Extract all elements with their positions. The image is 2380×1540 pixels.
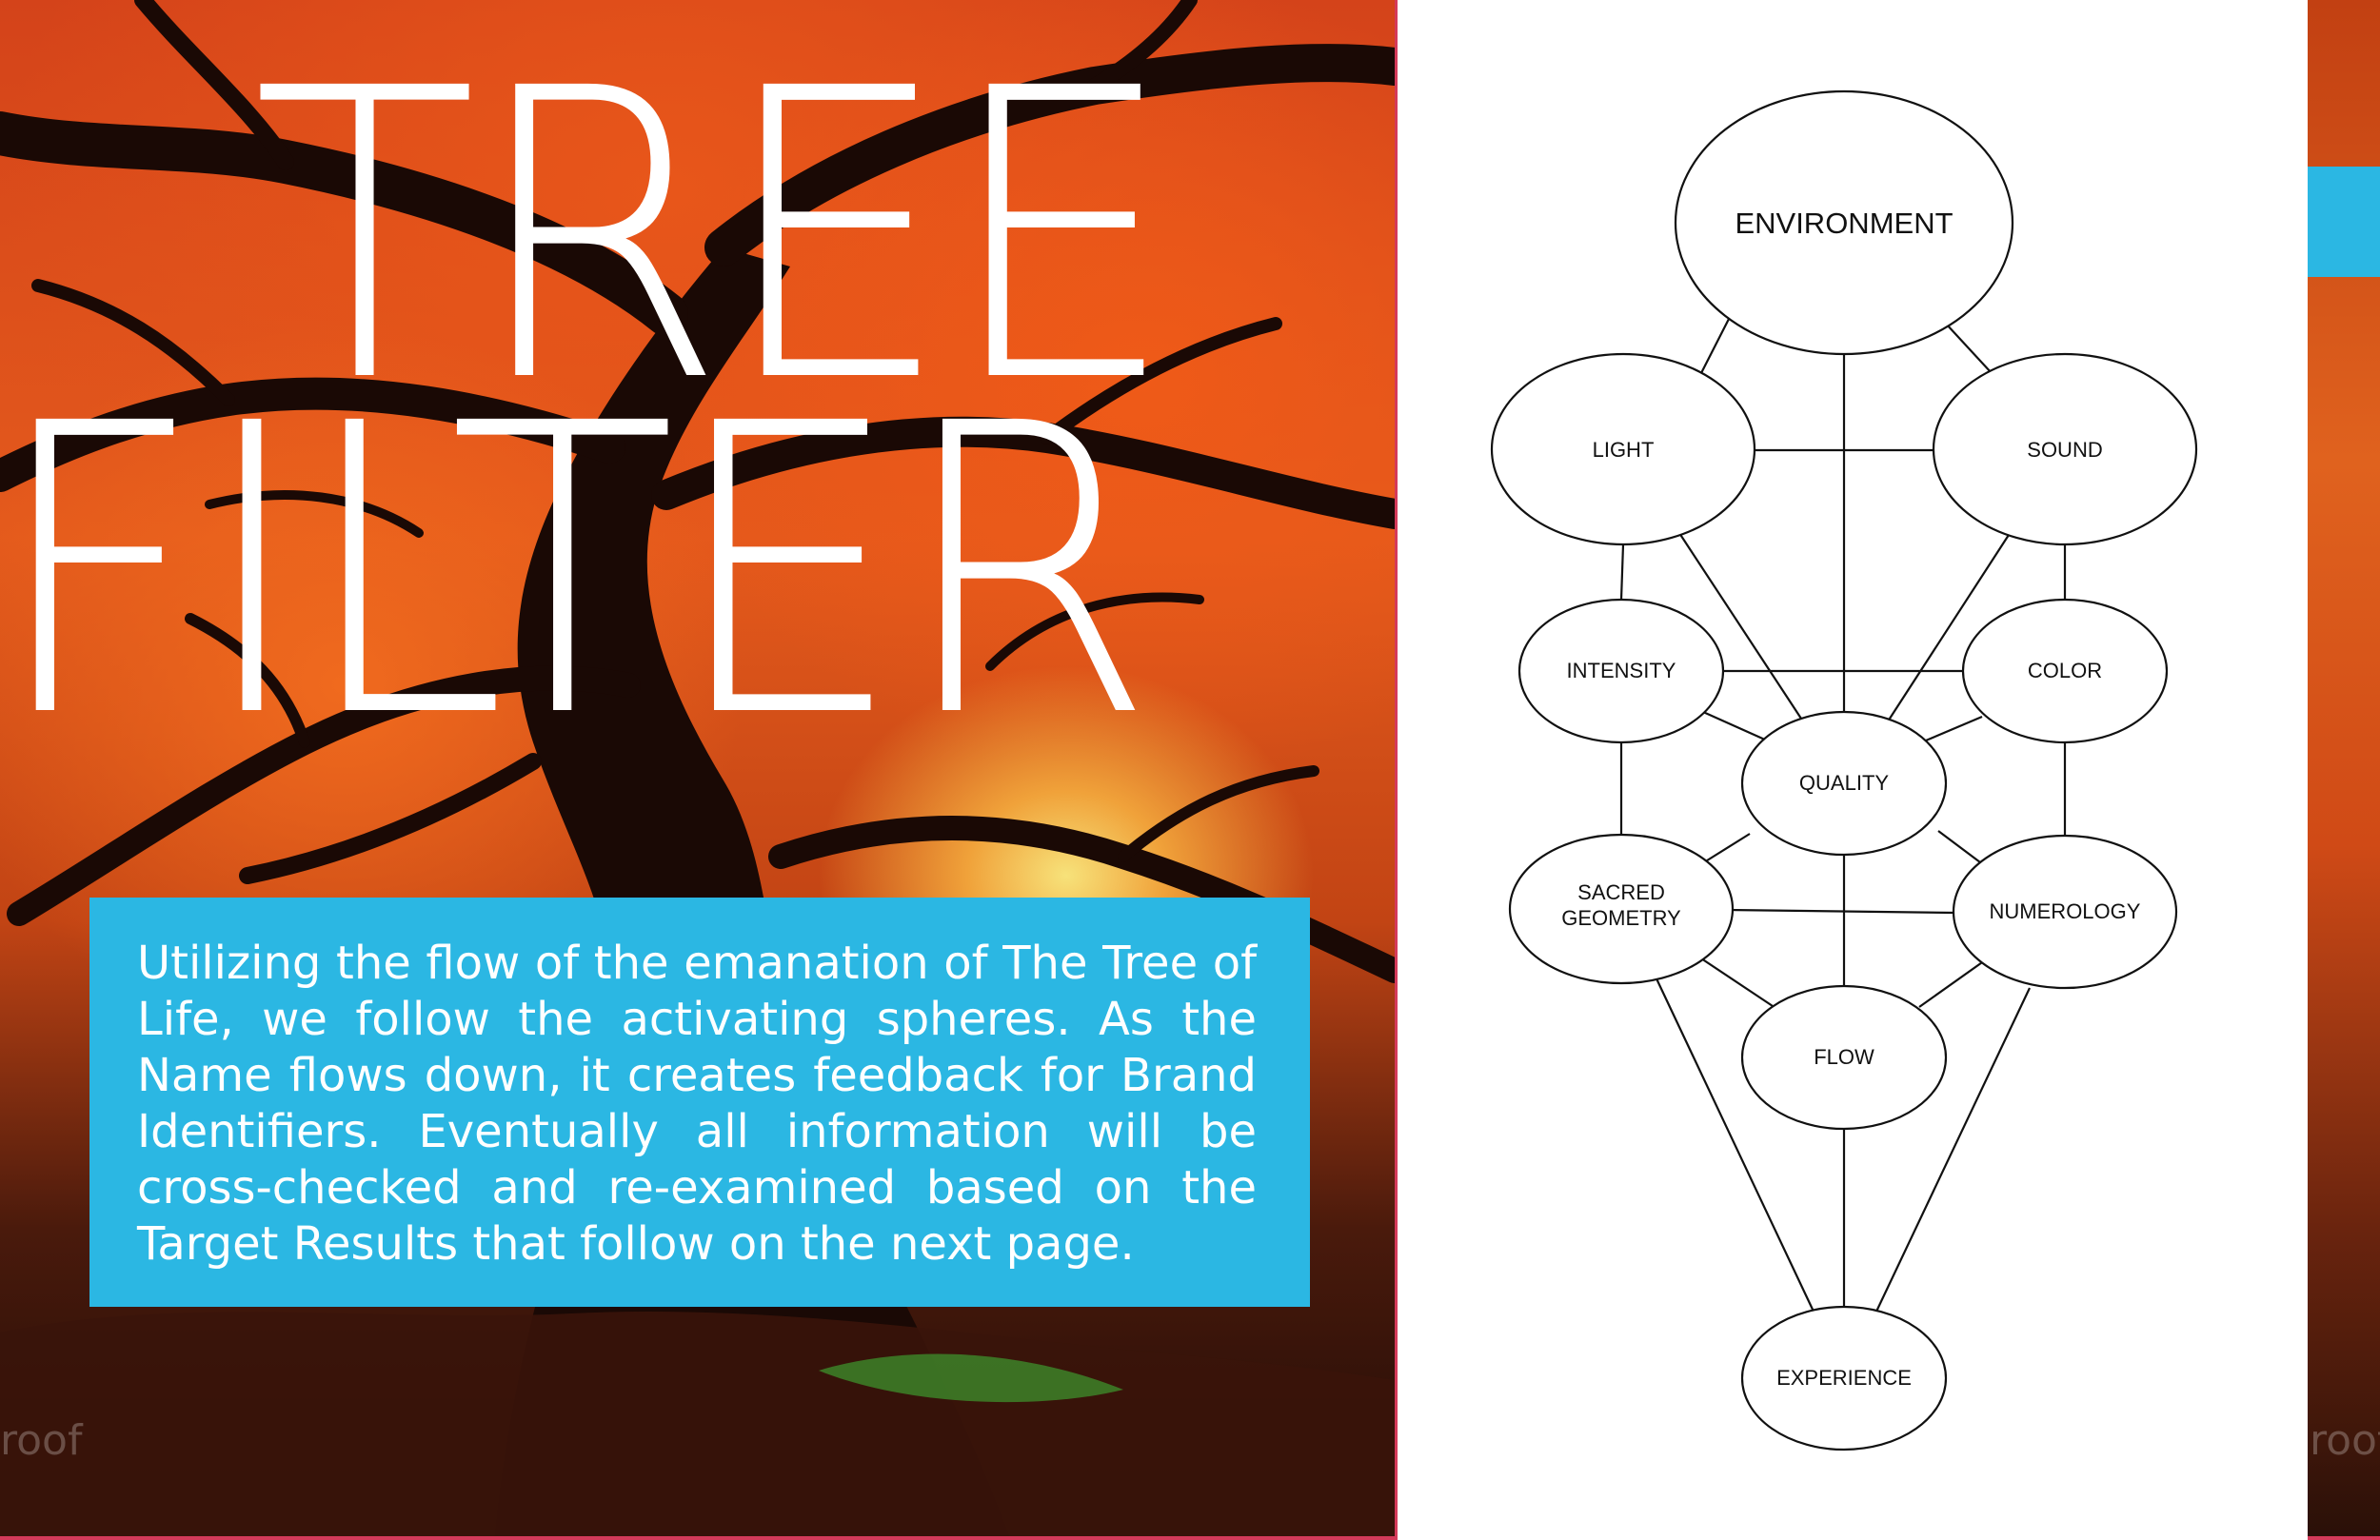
node-experience: [1740, 1305, 1948, 1451]
label-experience: EXPERIENCE: [1776, 1366, 1912, 1390]
label-flow: FLOW: [1814, 1045, 1874, 1069]
connector-quality-sacred: [1703, 833, 1751, 863]
connector-sacred-flow: [1697, 956, 1774, 1007]
label-quality: QUALITY: [1799, 771, 1889, 795]
node-sound: [1932, 352, 2198, 546]
node-light: [1490, 352, 1756, 546]
connector-light-intensity: [1619, 543, 1625, 601]
label-numerology: NUMEROLOGY: [1990, 899, 2141, 923]
next-page-accent: [2308, 167, 2380, 277]
watermark-left: roof: [0, 1416, 83, 1465]
label-color: COLOR: [2028, 659, 2102, 682]
connector-light-quality: [1678, 532, 1804, 722]
connector-color-quality: [1925, 715, 1983, 742]
caption-text: Utilizing the flow of the emanation of T…: [137, 937, 1257, 1271]
label-geometry: GEOMETRY: [1561, 906, 1681, 930]
node-intensity: [1517, 598, 1725, 744]
node-quality: [1740, 710, 1948, 857]
connector-quality-numerology: [1937, 830, 1981, 863]
node-color: [1961, 598, 2169, 744]
title-line-2: FILTER: [0, 340, 1155, 805]
label-sound: SOUND: [2027, 438, 2102, 462]
label-light: LIGHT: [1593, 438, 1655, 462]
label-environment: ENVIRONMENT: [1735, 207, 1953, 240]
node-environment: [1674, 89, 2014, 356]
connector-sacred-experience: [1654, 974, 1815, 1314]
watermark-right: roof: [2310, 1416, 2380, 1465]
diagram-labels: ENVIRONMENT LIGHT SOUND INTENSITY COLOR …: [1561, 207, 2141, 1390]
label-intensity: INTENSITY: [1567, 659, 1676, 682]
node-sacred-geometry: [1508, 833, 1735, 985]
diagram-connectors: [1619, 269, 2067, 1314]
connector-environment-sound: [1945, 323, 1993, 374]
diagram-nodes: [1490, 89, 2198, 1451]
node-numerology: [1952, 834, 2178, 990]
caption-box: Utilizing the flow of the emanation of T…: [89, 898, 1310, 1307]
connector-intensity-quality: [1702, 710, 1768, 742]
connector-numerology-flow: [1918, 959, 1986, 1008]
title-line-1: TREE: [252, 5, 1177, 470]
label-sacred: SACRED: [1577, 880, 1665, 904]
node-flow: [1740, 984, 1948, 1131]
connector-sound-quality: [1887, 534, 2010, 722]
connector-numerology-experience: [1874, 987, 2031, 1314]
connector-sacred-numerology: [1726, 908, 1957, 915]
